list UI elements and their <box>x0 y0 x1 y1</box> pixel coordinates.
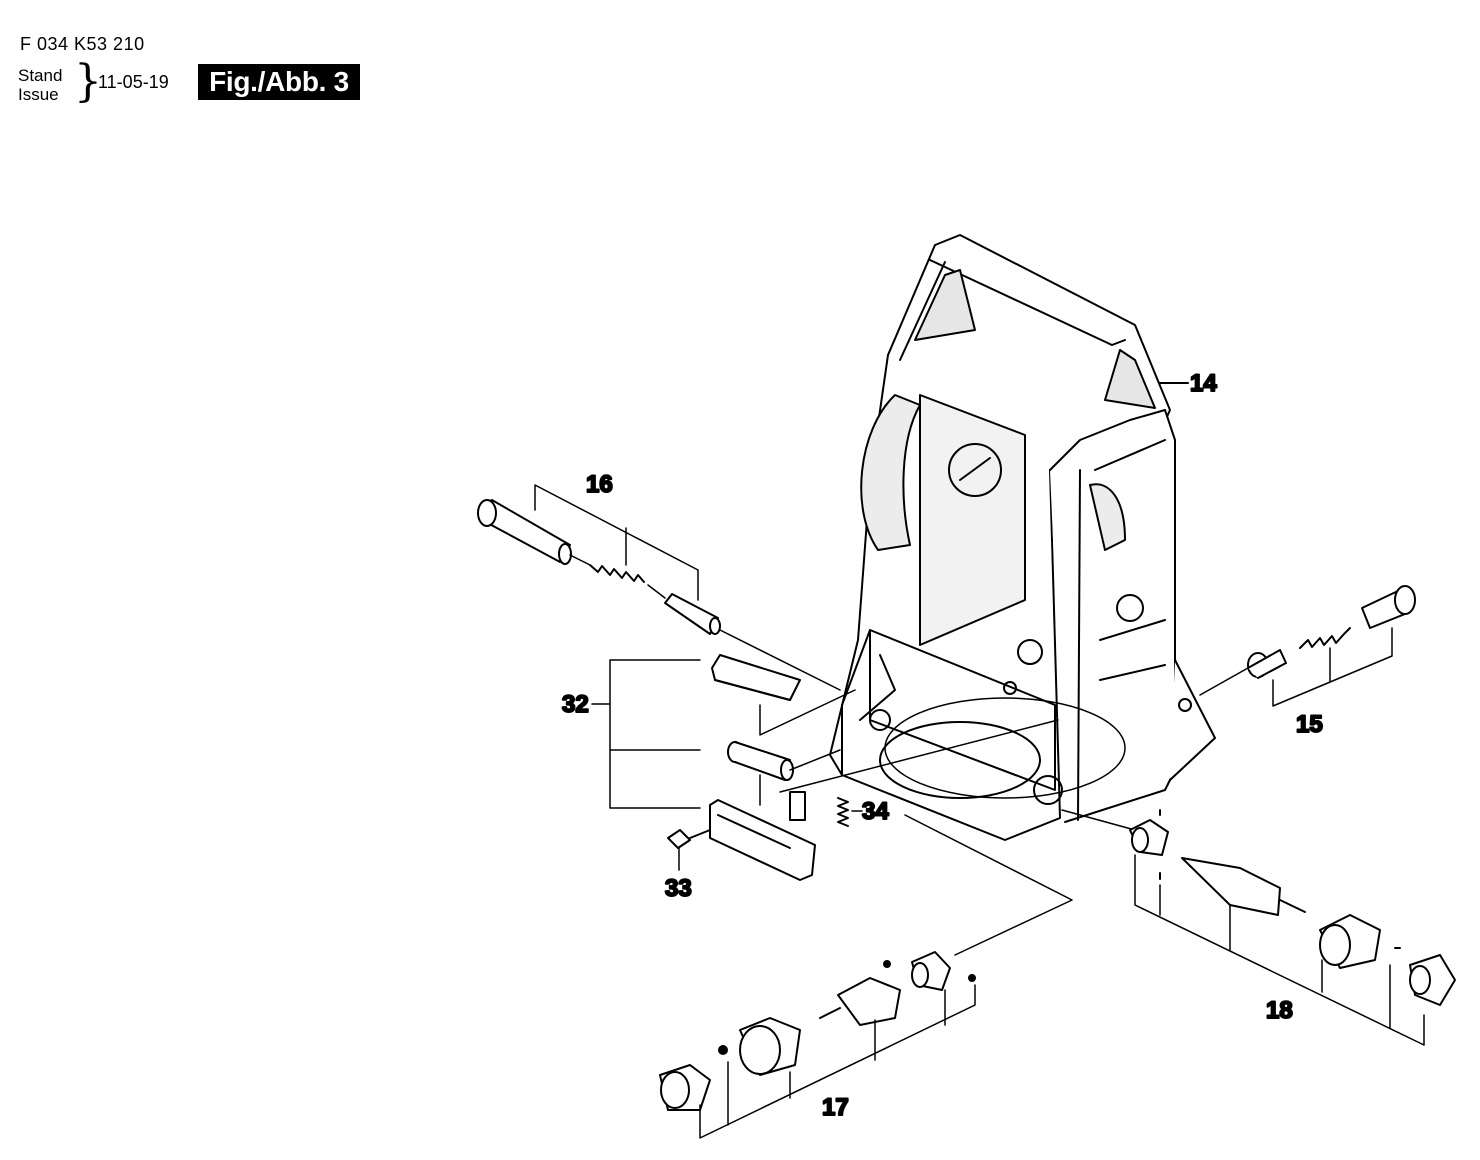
label-16: 16 <box>586 471 613 498</box>
label-17: 17 <box>822 1094 849 1121</box>
assembly-part-15 <box>1199 585 1416 707</box>
assembly-part-17 <box>659 814 1073 1139</box>
issue-label: Issue <box>18 85 59 104</box>
assembly-part-33-34 <box>667 719 1059 881</box>
label-34: 34 <box>862 798 889 825</box>
stand-issue-label: Stand Issue <box>18 66 62 104</box>
part-number: F 034 K53 210 <box>20 34 145 54</box>
brace-glyph: } <box>74 56 102 107</box>
assembly-part-32 <box>591 654 856 809</box>
stand-label: Stand <box>18 66 63 85</box>
assembly-part-16 <box>477 484 841 691</box>
label-14: 14 <box>1190 370 1217 397</box>
assembly-part-18 <box>1061 809 1456 1046</box>
issue-date: 11-05-19 <box>98 72 169 92</box>
housing-part-14 <box>829 234 1216 841</box>
label-18: 18 <box>1266 997 1293 1024</box>
label-32: 32 <box>562 691 589 718</box>
figure-badge: Fig./Abb. 3 <box>198 64 360 100</box>
label-33: 33 <box>665 875 692 902</box>
label-15: 15 <box>1296 711 1323 738</box>
